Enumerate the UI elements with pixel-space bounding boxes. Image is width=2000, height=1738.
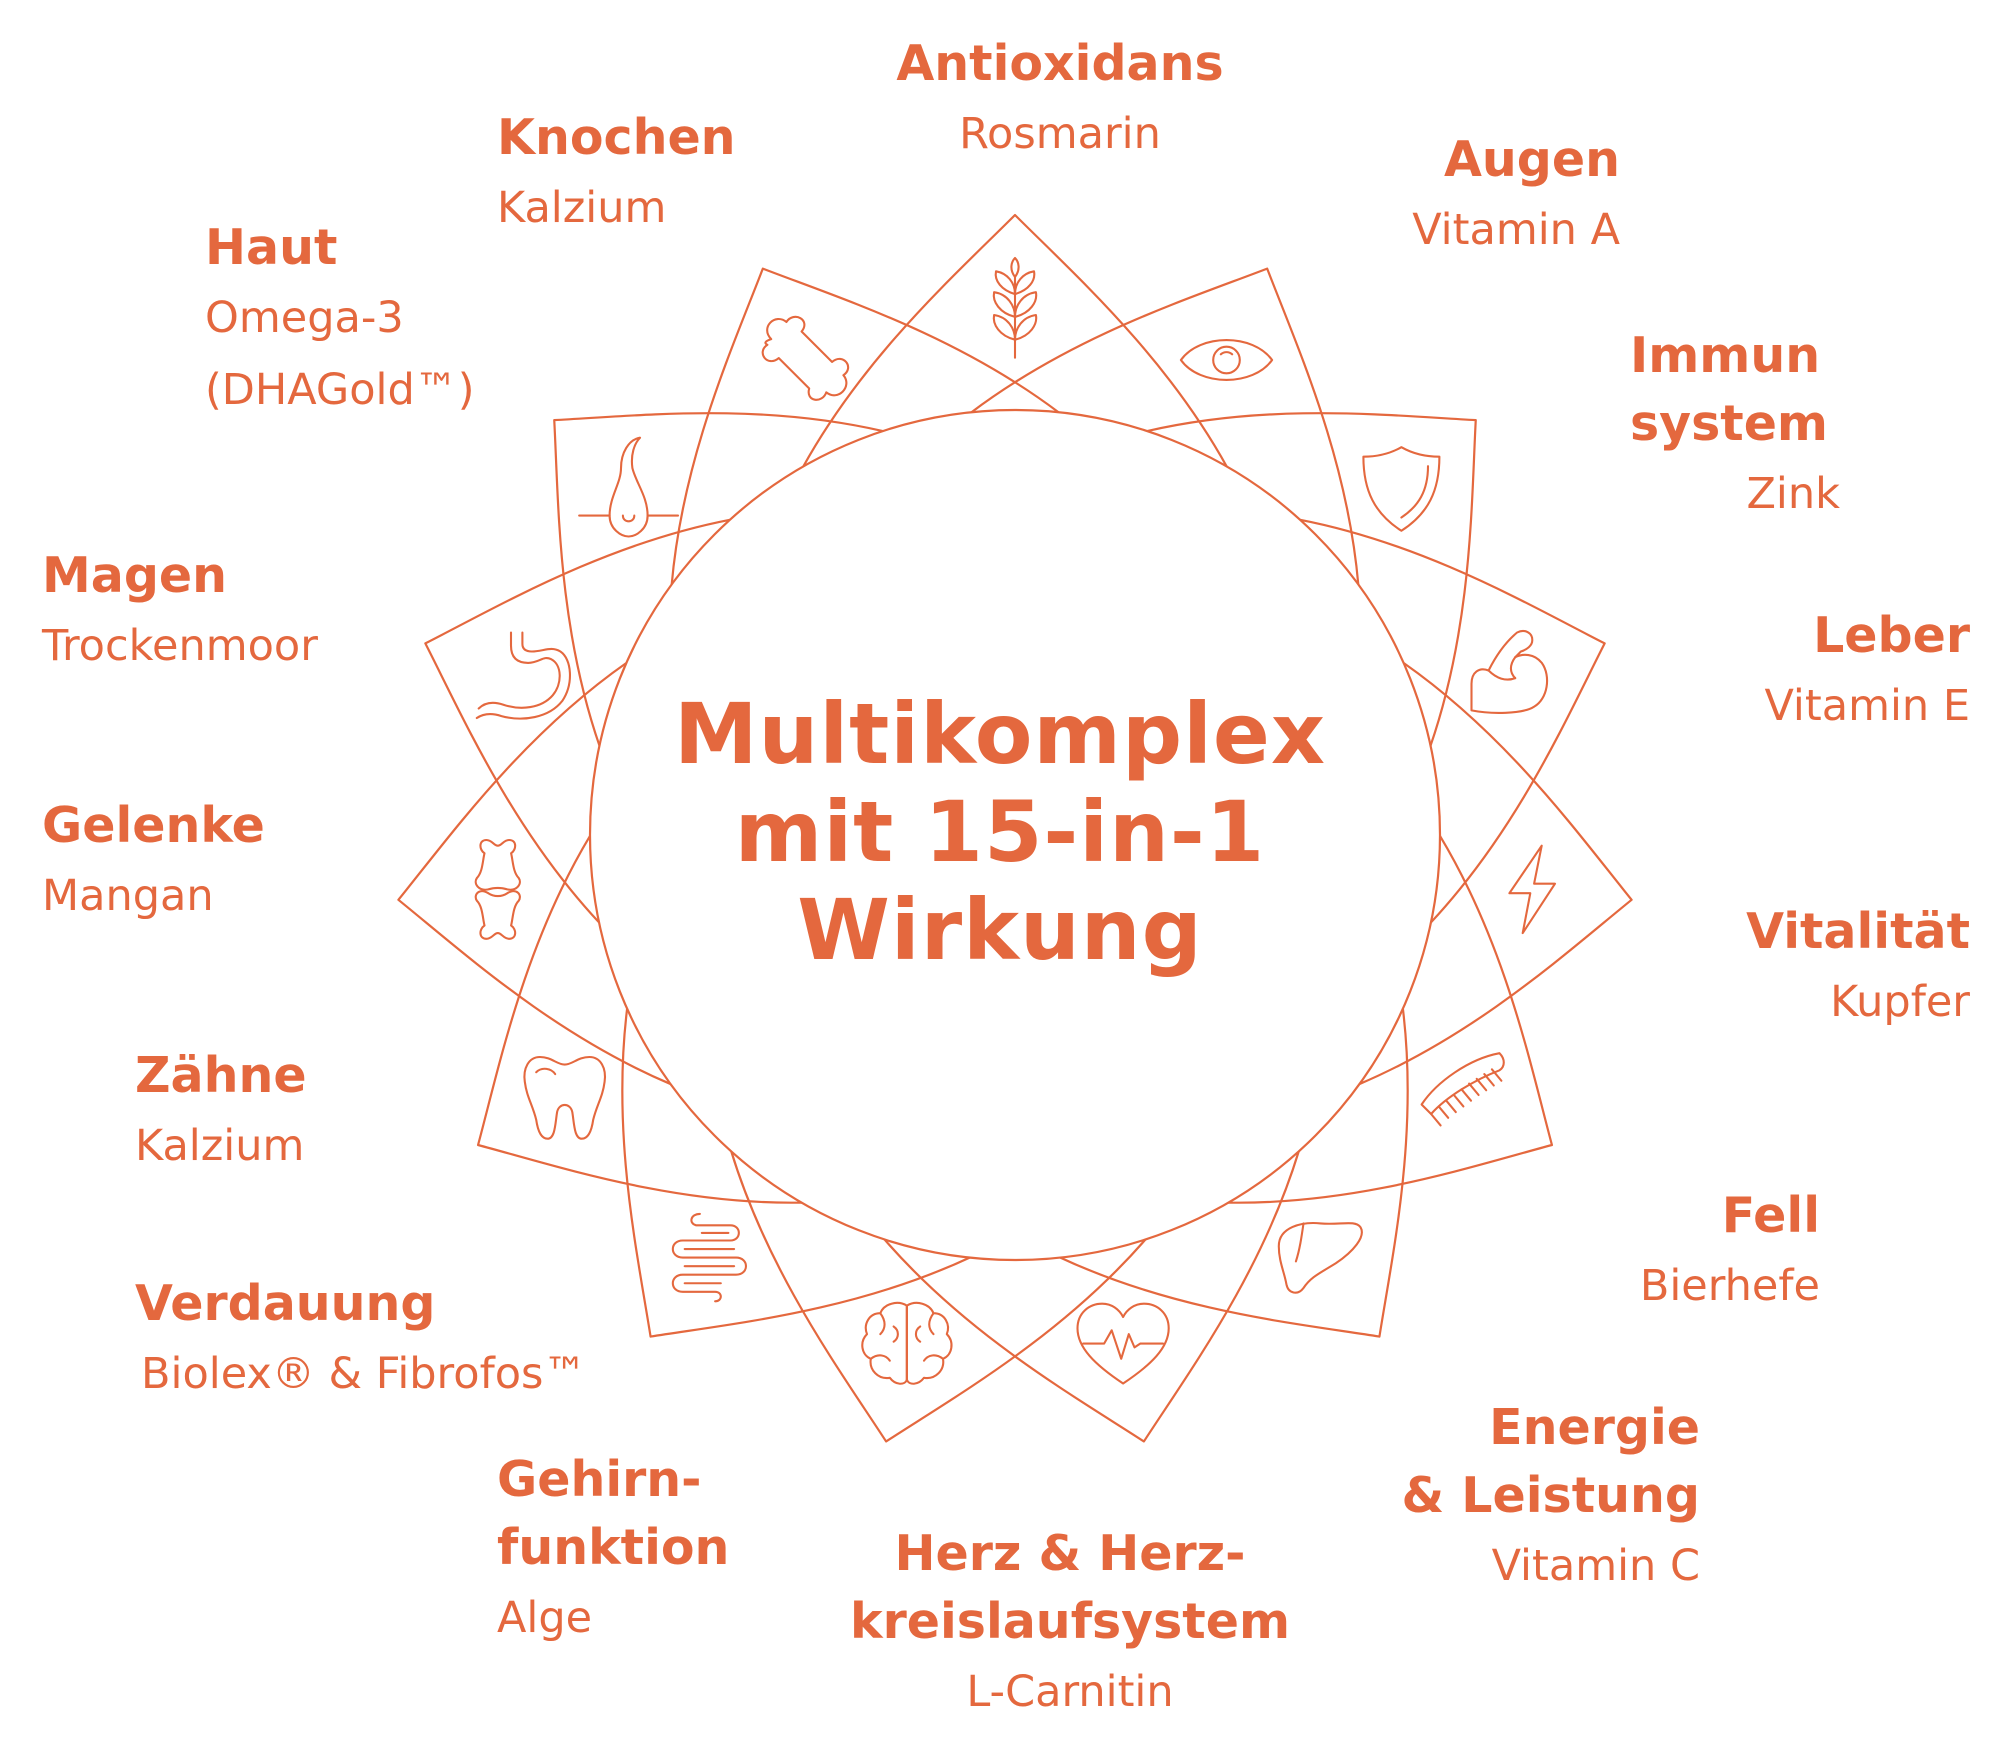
label-subtitle: Alge	[497, 1593, 593, 1643]
label-leber: Leber Vitamin E	[1530, 602, 1970, 742]
petal	[1227, 834, 1554, 1204]
label-vitalitaet: Vitalität Kupfer	[1530, 898, 1970, 1038]
label-title: Energie & Leistung	[1401, 1399, 1700, 1524]
label-herz: Herz & Herz- kreislaufsystem L-Carnitin	[800, 1520, 1340, 1728]
heart-pulse-icon	[1076, 1302, 1170, 1385]
label-subtitle: Omega-3 (DHAGold™)	[205, 293, 475, 415]
petal	[1299, 518, 1606, 924]
label-subtitle: Bierhefe	[1639, 1261, 1820, 1311]
label-title: Leber	[1813, 607, 1970, 664]
stomach-icon	[475, 631, 571, 720]
label-title: Gelenke	[42, 797, 265, 854]
petal	[1059, 1007, 1409, 1338]
flexed-arm-icon	[1470, 629, 1549, 714]
label-magen: Magen Trockenmoor	[42, 542, 482, 682]
lightning-icon	[1508, 844, 1557, 935]
label-title: Haut	[205, 219, 338, 276]
center-circle	[588, 408, 1442, 1262]
label-zaehne: Zähne Kalzium	[135, 1042, 575, 1182]
label-subtitle: Biolex® & Fibrofos™	[141, 1349, 587, 1399]
petal	[397, 661, 672, 1086]
petal	[553, 412, 884, 747]
label-title: Fell	[1721, 1187, 1820, 1244]
petal	[1146, 412, 1477, 747]
label-subtitle: Zink	[1746, 469, 1840, 519]
hair-follicle-icon	[578, 436, 680, 538]
petal	[621, 1007, 971, 1338]
label-subtitle: Vitamin C	[1491, 1541, 1700, 1591]
label-title: Gehirn- funktion	[497, 1451, 730, 1576]
label-title: Knochen	[497, 109, 736, 166]
label-title: Augen	[1444, 131, 1620, 188]
leaves-icon	[992, 256, 1038, 359]
petal	[1358, 661, 1633, 1086]
label-gehirnfunktion: Gehirn- funktion Alge	[497, 1446, 937, 1654]
petal	[424, 518, 731, 924]
shield-icon	[1362, 446, 1441, 532]
label-augen: Augen Vitamin A	[1180, 126, 1620, 266]
label-title: Immun system	[1630, 327, 1828, 452]
label-immunsystem: Immun system Zink	[1630, 322, 1970, 530]
label-subtitle: Kalzium	[497, 183, 667, 233]
label-fell: Fell Bierhefe	[1380, 1182, 1820, 1322]
label-subtitle: Vitamin E	[1764, 681, 1970, 731]
liver-icon	[1277, 1222, 1363, 1294]
label-subtitle: Mangan	[42, 871, 214, 921]
label-gelenke: Gelenke Mangan	[42, 792, 482, 932]
eye-icon	[1179, 339, 1274, 381]
label-verdauung: Verdauung Biolex® & Fibrofos™	[135, 1270, 655, 1410]
petal	[970, 267, 1360, 586]
bone-icon	[761, 315, 850, 401]
petal	[476, 834, 803, 1204]
label-title: Antioxidans	[896, 35, 1224, 92]
label-antioxidans: Antioxidans Rosmarin	[840, 30, 1280, 170]
label-title: Zähne	[135, 1047, 307, 1104]
petal	[730, 1150, 1147, 1443]
petal	[883, 1150, 1300, 1443]
label-subtitle: L-Carnitin	[966, 1667, 1174, 1717]
label-haut: Haut Omega-3 (DHAGold™)	[205, 214, 645, 426]
intestine-icon	[671, 1212, 748, 1303]
label-title: Verdauung	[135, 1275, 436, 1332]
joint-icon	[474, 838, 521, 940]
center-title: Multikomplex mit 15-in-1 Wirkung	[673, 685, 1327, 979]
label-knochen: Knochen Kalzium	[497, 104, 937, 244]
petal	[802, 213, 1228, 468]
label-subtitle: Rosmarin	[959, 109, 1161, 159]
brain-icon	[861, 1301, 953, 1385]
label-subtitle: Kupfer	[1830, 977, 1970, 1027]
tooth-icon	[523, 1055, 607, 1140]
label-subtitle: Vitamin A	[1412, 205, 1620, 255]
label-energie-leistung: Energie & Leistung Vitamin C	[1260, 1394, 1700, 1602]
label-title: Vitalität	[1746, 903, 1970, 960]
petal	[670, 267, 1060, 586]
comb-icon	[1420, 1052, 1505, 1127]
label-subtitle: Kalzium	[135, 1121, 305, 1171]
label-title: Herz & Herz- kreislaufsystem	[850, 1525, 1290, 1650]
label-title: Magen	[42, 547, 228, 604]
label-subtitle: Trockenmoor	[42, 621, 318, 671]
